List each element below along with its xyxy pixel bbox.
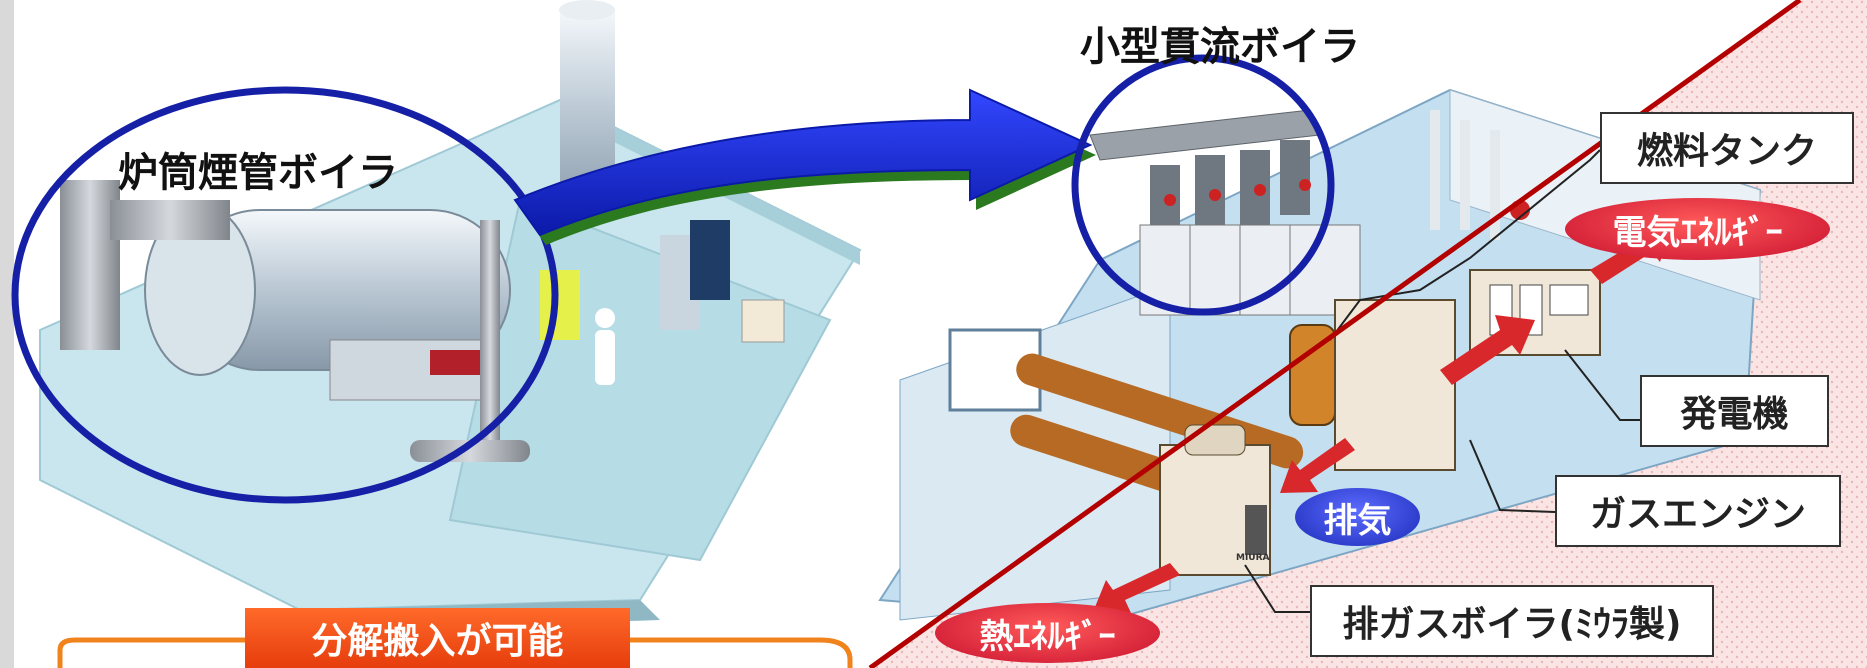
maker-badge: MIURA — [1236, 553, 1270, 563]
fire-tube-boiler-highlight — [11, 86, 559, 504]
left-plant-room — [39, 0, 862, 632]
leader-lines — [1244, 149, 1640, 613]
once-through-boiler-title: 小型貫流ボイラ — [1080, 24, 1360, 70]
transition-arrow — [513, 88, 1096, 245]
generator-label: 発電機 — [1640, 375, 1829, 447]
fire-tube-boiler-title: 炉筒煙管ボイラ — [118, 150, 398, 196]
gas-engine-label: ガスエンジン — [1555, 475, 1841, 547]
disassembly-banner: 分解搬入が可能 — [245, 608, 630, 668]
electric-energy-badge: 電気ｴﾈﾙｷﾞｰ — [1565, 198, 1830, 260]
heat-energy-badge: 熱ｴﾈﾙｷﾞｰ — [935, 603, 1160, 663]
once-through-boilers — [1089, 109, 1361, 316]
cogeneration-equipment — [1093, 227, 1670, 613]
diagonal-divider — [868, 0, 1802, 668]
left-edge-strip — [0, 0, 14, 668]
exhaust-boiler-label: 排ガスボイラ(ﾐｳﾗ製) — [1310, 585, 1714, 657]
exhaust-badge: 排気 — [1295, 488, 1420, 546]
fuel-tank-label: 燃料タンク — [1600, 112, 1854, 184]
once-through-boiler-highlight — [1071, 54, 1335, 316]
